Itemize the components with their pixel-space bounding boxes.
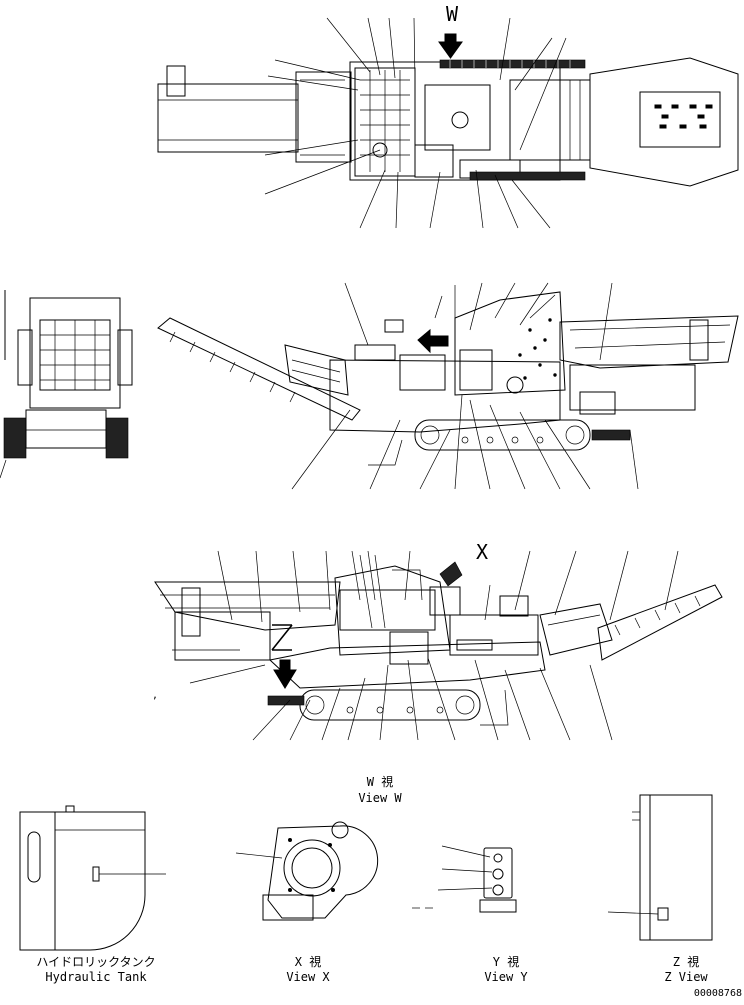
view-x-title-en: View X xyxy=(286,970,330,984)
view-y-title-en: View Y xyxy=(484,970,528,984)
side-view-right xyxy=(157,291,739,451)
view-z-detail xyxy=(607,794,713,941)
view-w-title-jp: W 視 xyxy=(366,775,394,789)
svg-text:,: , xyxy=(152,690,158,701)
top-plan-view xyxy=(157,33,739,187)
view-x-title-jp: X 視 xyxy=(294,955,322,969)
view-y-title-jp: Y 視 xyxy=(492,955,520,969)
side1-leader-lines xyxy=(291,282,639,490)
view-z-title-jp: Z 視 xyxy=(672,955,700,969)
hydraulic-tank-title-en: Hydraulic Tank xyxy=(45,970,147,984)
view-z-title-en: Z View xyxy=(664,970,708,984)
view-w-title-en: View W xyxy=(358,791,402,805)
view-w-letter: W xyxy=(445,2,459,26)
view-x-letter: X xyxy=(475,540,489,564)
top-leader-lines xyxy=(264,17,567,229)
drawing-number: 00008768 xyxy=(693,988,742,999)
view-x-detail xyxy=(235,821,379,921)
view-y-detail xyxy=(412,845,517,913)
hydraulic-tank-detail xyxy=(19,805,166,951)
front-end-view xyxy=(0,290,133,479)
hydraulic-tank-title-jp: ハイドロリックタンク xyxy=(36,955,156,969)
side-view-left xyxy=(154,554,723,721)
side2-leader-lines xyxy=(172,550,679,741)
